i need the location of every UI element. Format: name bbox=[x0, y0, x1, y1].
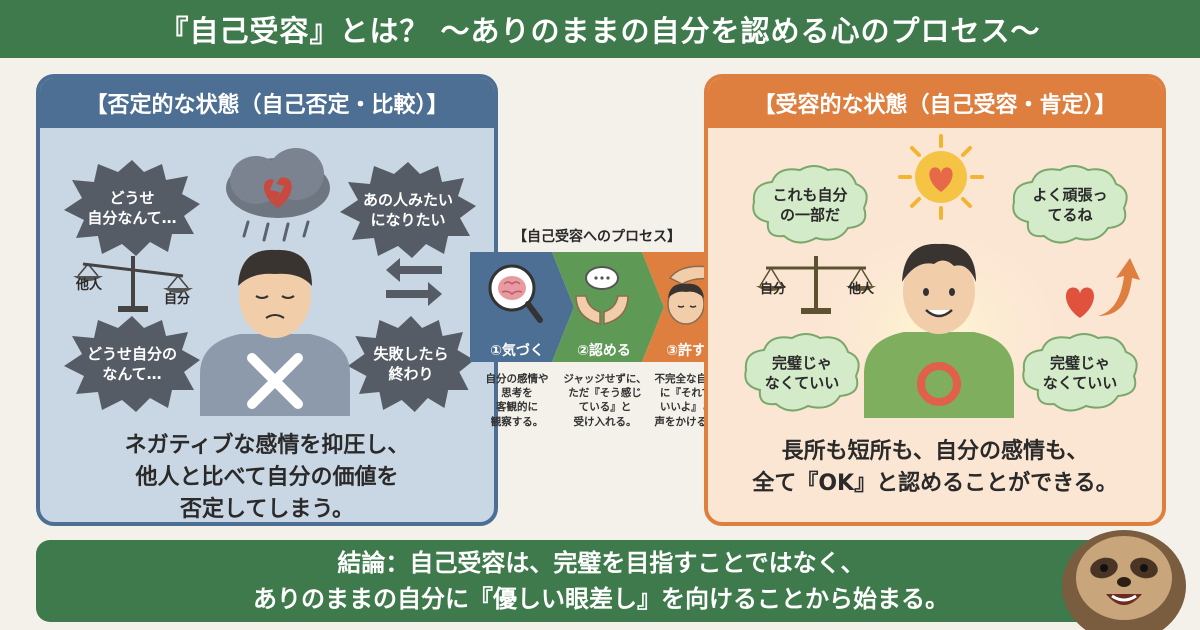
scale-label-self: 自分 bbox=[164, 292, 191, 307]
process-step-forgive-desc: 不完全な自分 に『それで いいよ』と 声をかける。 bbox=[654, 373, 718, 428]
hands-speech-icon bbox=[575, 266, 629, 325]
negative-thought-bubble: あの人みたい になりたい bbox=[338, 160, 478, 260]
positive-thought-bubble: 完璧じゃ なくていい bbox=[740, 330, 864, 416]
positive-thought-bubble: よく頑張っ てるね bbox=[1008, 162, 1132, 248]
process-step-notice: ①気づく bbox=[490, 343, 544, 359]
negative-panel-caption: ネガティブな感情を抑圧し、 他人と比べて自分の価値を 否定してしまう。 bbox=[124, 433, 410, 522]
balance-scale-icon bbox=[73, 256, 193, 312]
comparison-arrows-icon bbox=[386, 258, 442, 306]
scale-label-others: 他人 bbox=[848, 282, 875, 297]
scale-label-others: 他人 bbox=[76, 278, 103, 293]
process-step-acknowledge: ②認める bbox=[577, 343, 631, 359]
conclusion-banner: 結論：自己受容は、完璧を目指すことではなく、 ありのままの自分に『優しい眼差し』… bbox=[36, 540, 1166, 622]
process-title: 【自己受容へのプロセス】 bbox=[513, 229, 681, 245]
negative-thought-bubble: どうせ自分の なんて… bbox=[62, 314, 202, 414]
process-step-notice-desc: 自分の感情や 思考を 客観的に 観察する。 bbox=[485, 373, 549, 428]
smiling-person-illustration bbox=[864, 243, 1014, 418]
positive-thought-bubble: 完璧じゃ なくていい bbox=[1018, 330, 1142, 416]
storm-cloud-broken-heart-icon bbox=[226, 148, 330, 242]
accepting-panel-caption: 長所も短所も、自分の感情も、 全て『OK』と認めることができる。 bbox=[752, 439, 1118, 496]
sun-heart-icon bbox=[898, 134, 984, 220]
positive-thought-bubble: これも自分 の一部だ bbox=[748, 162, 872, 248]
heart-up-arrow-icon bbox=[1066, 258, 1140, 318]
sloth-mascot-icon bbox=[1062, 530, 1186, 630]
negative-state-panel: 【否定的な状態（自己否定・比較）】 どうせ 自分なんて… あの人みたい になりた… bbox=[36, 74, 498, 526]
negative-thought-bubble: どうせ 自分なんて… bbox=[62, 158, 202, 258]
process-step-acknowledge-desc: ジャッジせずに、 ただ『そう感じ ている』と 受け入れる。 bbox=[563, 373, 647, 428]
page-title: 『自己受容』とは？ 〜ありのままの自分を認める心のプロセス〜 bbox=[0, 0, 1200, 58]
negative-thought-bubble: 失敗したら 終わり bbox=[346, 314, 476, 414]
accepting-state-panel: 【受容的な状態（自己受容・肯定）】 これも自分 の一部だ よく頑張っ てるね 完… bbox=[704, 74, 1166, 526]
accepting-panel-header: 【受容的な状態（自己受容・肯定）】 bbox=[708, 78, 1162, 128]
scale-label-self: 自分 bbox=[760, 282, 787, 297]
process-step-forgive: ③許す bbox=[666, 343, 706, 359]
negative-panel-header: 【否定的な状態（自己否定・比較）】 bbox=[40, 78, 494, 128]
sad-person-illustration bbox=[200, 249, 350, 416]
balance-scale-icon bbox=[756, 256, 876, 314]
brain-magnifier-icon bbox=[488, 264, 543, 323]
